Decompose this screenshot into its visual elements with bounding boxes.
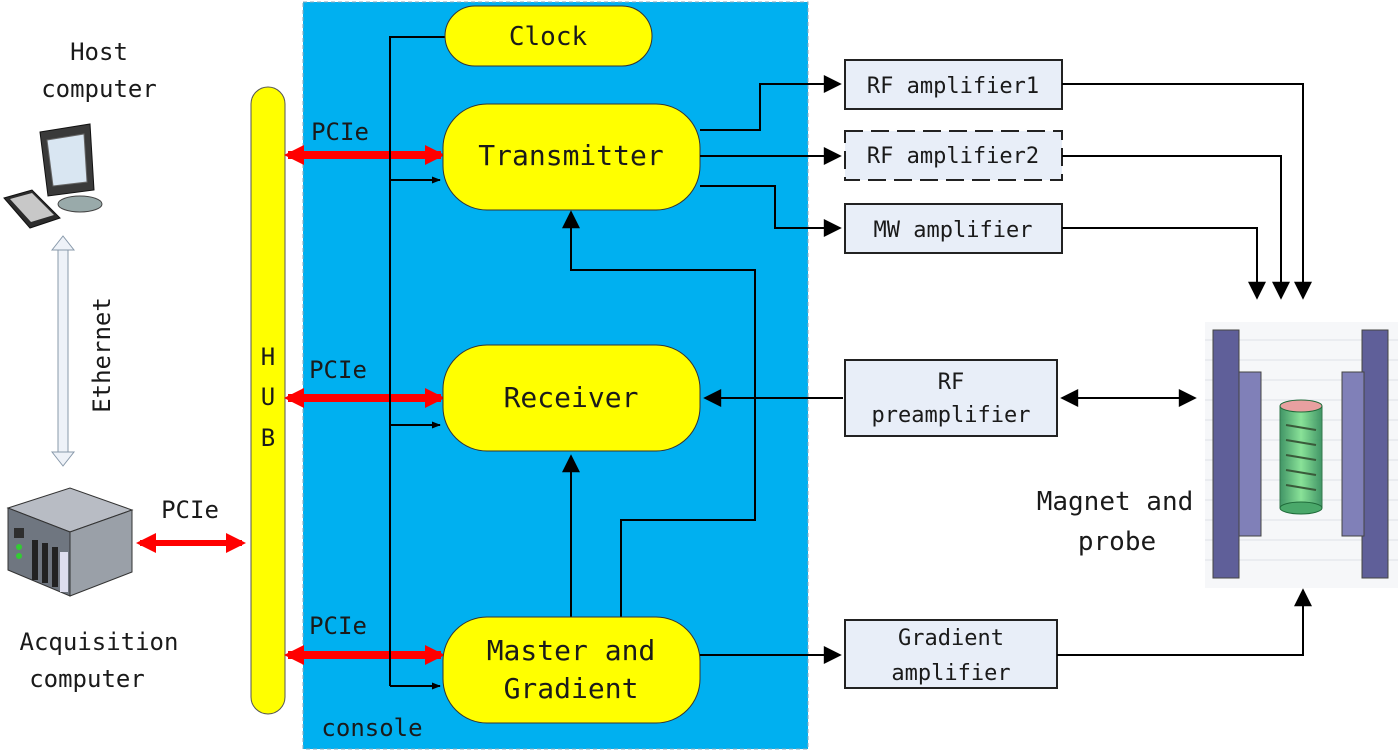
hub-letter-u: U <box>261 383 275 411</box>
clock-wires <box>389 36 445 690</box>
magnet-label-line1: Magnet and <box>1037 487 1194 517</box>
rf-amplifier1-label: RF amplifier1 <box>867 74 1039 99</box>
magnet-probe-image <box>1205 322 1398 588</box>
gradient-amplifier-label-line2: amplifier <box>891 661 1010 686</box>
pcie-label-transmitter: PCIe <box>311 118 369 146</box>
receiver-block <box>442 344 701 452</box>
acquisition-label-line2: computer <box>29 665 145 693</box>
clock-block <box>444 5 653 67</box>
pcie-label-receiver: PCIe <box>309 356 367 384</box>
rf-preamplifier-box <box>844 359 1058 437</box>
pcie-label-master: PCIe <box>309 612 367 640</box>
acquisition-computer-icon <box>6 487 134 597</box>
clock-label: Clock <box>509 22 588 52</box>
master-gradient-block <box>442 616 701 724</box>
gradient-amplifier-label-line1: Gradient <box>898 626 1004 651</box>
mw-amplifier-box <box>844 203 1063 254</box>
master-label-line1: Master and <box>487 634 656 667</box>
rf-amplifier2-box <box>844 130 1063 181</box>
transmitter-output-wires <box>700 75 842 237</box>
pcie-label-acquisition: PCIe <box>161 496 219 524</box>
hub-letter-b: B <box>261 424 275 452</box>
host-label-line1: Host <box>70 38 128 66</box>
master-control-wires <box>562 210 756 617</box>
host-label-line2: computer <box>41 75 157 103</box>
ethernet-link <box>50 235 76 467</box>
amplifier-to-magnet-wires <box>700 83 1312 664</box>
mw-amplifier-label: MW amplifier <box>874 218 1033 243</box>
host-computer-icon <box>3 123 103 229</box>
acquisition-label-line1: Acquisition <box>20 628 179 656</box>
master-label-line2: Gradient <box>504 672 639 705</box>
transmitter-label: Transmitter <box>478 139 663 172</box>
rf-amplifier2-label: RF amplifier2 <box>867 144 1039 169</box>
receiver-label: Receiver <box>504 381 639 414</box>
hub-letter-h: H <box>261 343 275 371</box>
rf-preamplifier-label-line1: RF <box>938 370 965 395</box>
magnet-label-line2: probe <box>1078 527 1156 557</box>
gradient-amplifier-box <box>844 619 1058 689</box>
console-label: console <box>321 714 422 742</box>
rf-preamplifier-label-line2: preamplifier <box>872 403 1031 428</box>
ethernet-label: Ethernet <box>88 297 116 413</box>
